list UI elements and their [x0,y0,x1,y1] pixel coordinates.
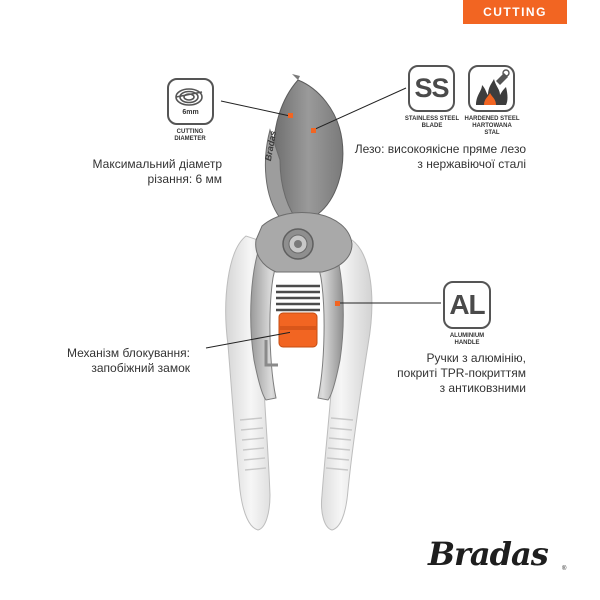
lock-label: Механізм блокування: запобіжний замок [67,346,190,375]
callout-lines [205,87,441,349]
max-diameter-label: Максимальний діаметр різання: 6 мм [92,157,222,186]
left-handle-frame [250,239,294,401]
brand-logo: Bradas [428,535,549,573]
blade-label: Лезо: високоякісне пряме лезо з нержавію… [354,142,526,171]
aluminium-handle-badge: AL [443,281,491,329]
stainless-steel-badge: SS [408,65,455,112]
stainless-steel-caption: STAINLESS STEEL BLADE [404,116,460,129]
aluminium-handle-caption: ALUMINIUM HANDLE [449,333,485,346]
hardened-steel-caption: HARDENED STEEL HARTOWANA STAL [464,116,520,136]
registered-mark: ® [562,566,567,572]
category-tab: CUTTING [463,0,567,24]
cutting-diameter-caption: CUTTING DIAMETER [174,129,206,142]
cutting-diameter-icon: 6mm [167,78,214,125]
cutting-diameter-value: 6mm [182,109,199,116]
handles-label: Ручки з алюмінію, покриті TPR-покриттям … [397,351,526,395]
spring [276,284,320,312]
hardened-steel-flame-icon [468,65,515,112]
